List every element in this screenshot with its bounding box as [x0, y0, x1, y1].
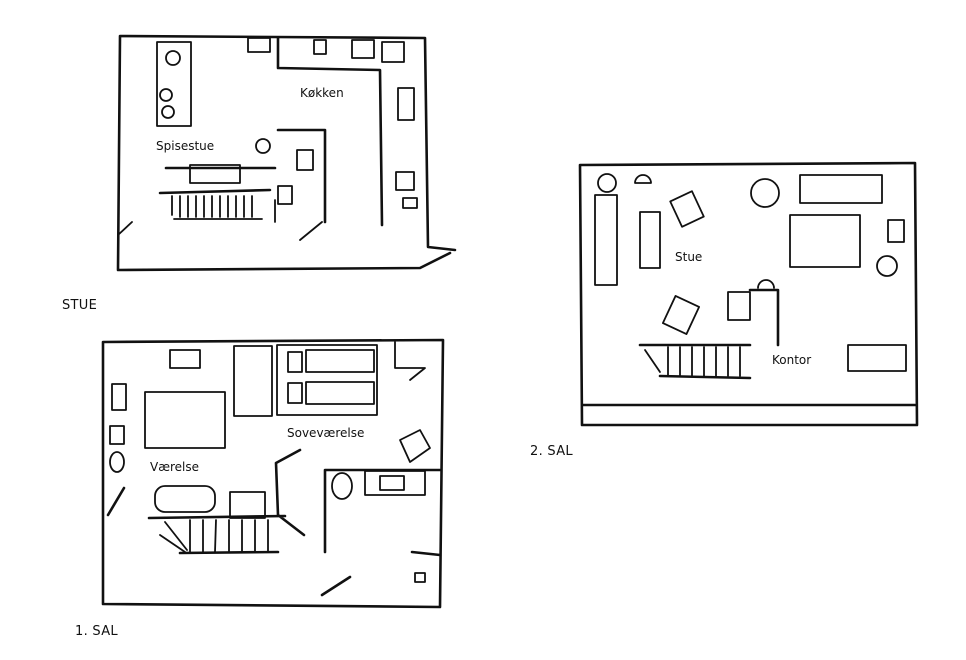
floor-title-second: 2. SAL: [530, 444, 573, 459]
ground-floor-plan: [116, 34, 457, 272]
first-floor-plan: [101, 338, 445, 609]
room-label-living: Stue: [675, 250, 703, 264]
room-label-dining: Spisestue: [156, 139, 215, 153]
room-label-office: Kontor: [772, 353, 812, 367]
second-floor-plan: [578, 161, 919, 427]
room-label-bedroom: Soveværelse: [287, 426, 365, 440]
room-label-room: Værelse: [150, 460, 200, 474]
floor-title-ground: STUE: [62, 298, 98, 313]
floor-title-first: 1. SAL: [75, 624, 118, 639]
room-label-kitchen: Køkken: [300, 86, 344, 100]
